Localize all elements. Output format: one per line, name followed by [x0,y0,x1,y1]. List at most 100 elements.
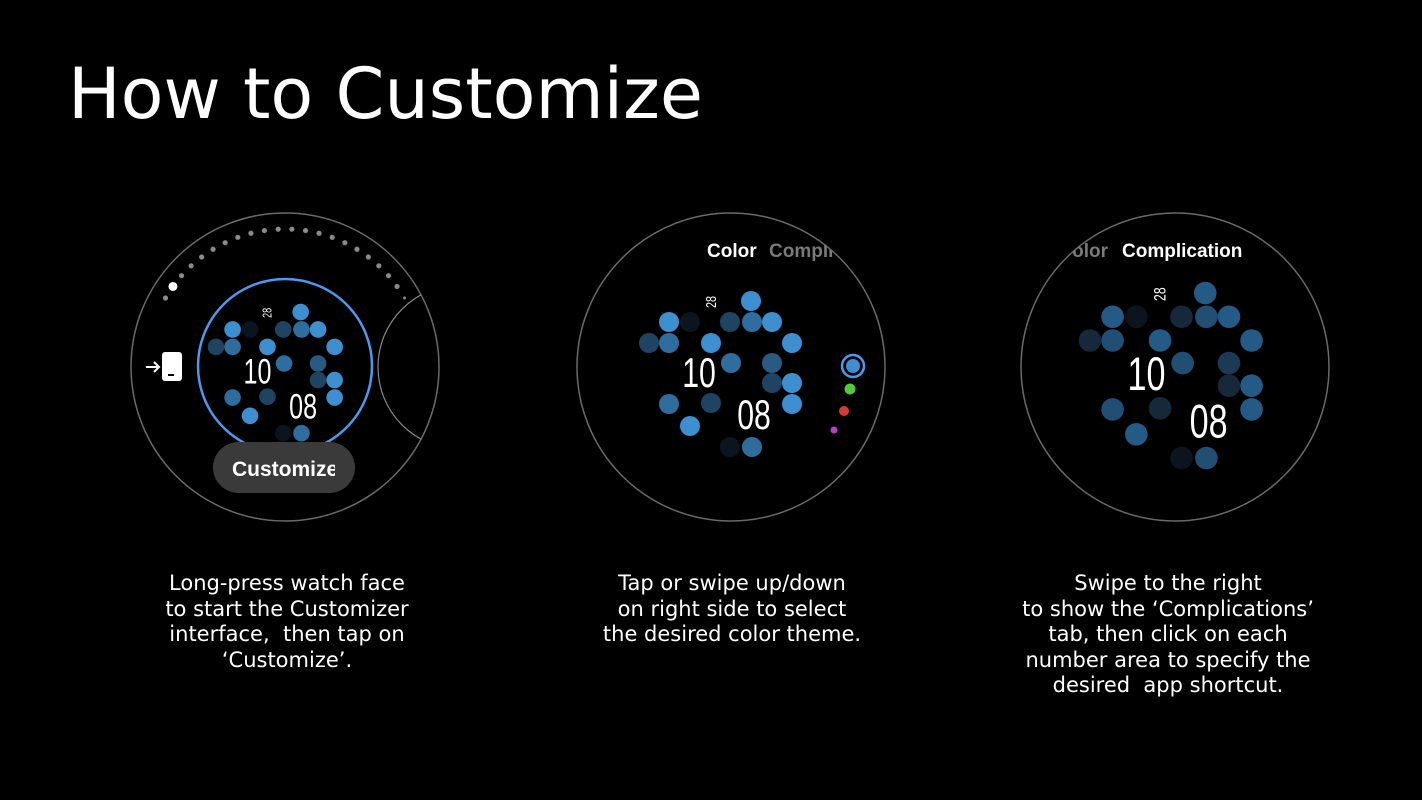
tab-color[interactable]: olor [1072,241,1108,262]
complication-dot[interactable] [1195,446,1218,470]
complication-dot[interactable] [1195,305,1218,329]
step-2-caption: Tap or swipe up/down on right side to se… [552,571,912,648]
color-swatch-blue[interactable] [846,359,860,373]
complication-dot[interactable] [680,312,700,332]
page-dot [403,296,407,300]
complication-dot[interactable] [1171,351,1194,375]
caption-line: tab, then click on each [1048,622,1288,646]
caption-line: desired app shortcut. [1052,673,1284,697]
complication-dot[interactable] [1217,305,1241,329]
color-swatch-green[interactable] [844,383,856,395]
complication-dot[interactable] [659,394,679,414]
complication-dot[interactable] [1125,305,1148,329]
page-dot [394,283,400,290]
complication-dot[interactable] [309,371,327,389]
minute-text: 08 [737,391,771,438]
complication-dot[interactable] [659,312,679,332]
page-dot [289,226,295,232]
complication-dot[interactable] [224,321,241,338]
page-dot [376,263,382,269]
tab-color[interactable]: Color [707,241,757,262]
complication-dot[interactable] [1240,374,1263,397]
exit-to-phone-icon[interactable] [146,352,182,381]
complication-dot[interactable] [326,338,343,356]
dot-pattern[interactable]: 10 08 28 [639,291,802,457]
complication-dot[interactable] [1148,396,1172,420]
complication-dot[interactable] [782,373,802,393]
complication-dot[interactable] [782,333,802,353]
complication-dot[interactable] [721,353,741,373]
complication-dot[interactable] [309,355,327,372]
page-dot [210,246,216,252]
page-dot [235,234,241,240]
hour-text: 10 [682,349,716,396]
complication-dot[interactable] [1101,329,1124,352]
complication-dot[interactable] [274,321,292,338]
complication-dot[interactable] [782,394,802,414]
complication-dot[interactable] [1148,329,1172,352]
complication-dot[interactable] [224,389,241,406]
complication-dot[interactable] [274,424,292,442]
complication-dot[interactable] [762,312,782,332]
page-dot [385,273,392,279]
complication-dot[interactable] [1217,351,1241,375]
color-swatches[interactable] [830,353,866,434]
complication-dot[interactable] [762,353,782,373]
selected-swatch-ring [840,353,866,379]
complication-dot[interactable] [259,388,276,405]
next-face-preview[interactable] [377,284,542,450]
complication-dot[interactable] [293,321,310,338]
page-dot [329,234,335,240]
complication-dot[interactable] [309,321,327,338]
complication-dot[interactable] [659,333,679,353]
complication-dot[interactable] [293,424,310,442]
complication-dot[interactable] [241,407,259,425]
complication-dot[interactable] [1170,305,1193,329]
color-swatch-purple[interactable] [830,426,838,434]
complication-dot[interactable] [1217,374,1241,397]
complication-dot[interactable] [1240,329,1263,352]
caption-line: interface, then tap on [169,622,405,646]
complication-dot[interactable] [326,371,343,389]
color-swatch-red[interactable] [839,406,849,416]
complication-dot[interactable] [741,291,761,311]
page-dot [178,273,185,279]
complication-dot[interactable] [720,312,740,332]
complication-dot[interactable] [1193,281,1217,305]
complication-dot[interactable] [1125,422,1148,446]
complication-dot[interactable] [275,355,293,372]
watch-face-2[interactable]: Color Compli 10 08 28 [576,212,886,522]
complication-dot[interactable] [259,338,276,356]
date-text: 28 [702,296,719,308]
complication-dot[interactable] [1101,305,1124,329]
complication-dot[interactable] [762,373,782,393]
customize-button[interactable] [213,442,355,493]
complication-dot[interactable] [1240,398,1263,421]
complication-dot[interactable] [207,338,225,356]
complication-dot[interactable] [1170,446,1193,470]
complication-dot[interactable] [1078,329,1102,352]
complication-dot[interactable] [224,338,241,356]
tab-complication[interactable]: Complication [1122,241,1242,262]
page-dot [316,230,322,236]
complication-dot[interactable] [742,437,762,457]
complication-dot[interactable] [326,389,343,406]
tab-complication[interactable]: Compli [769,241,833,262]
caption-line: ‘Customize’. [221,647,353,672]
complication-dot[interactable] [720,437,740,457]
complication-dot[interactable] [292,303,309,321]
complication-dot[interactable] [742,312,762,332]
step-1-caption: Long-press watch face to start the Custo… [107,571,467,673]
complication-dot[interactable] [701,393,721,413]
complication-dot[interactable] [241,321,259,338]
complication-dot[interactable] [701,333,721,353]
complication-dot[interactable] [639,333,659,353]
complication-dot[interactable] [680,416,700,436]
complication-dot[interactable] [1101,398,1124,421]
minute-text: 08 [1190,395,1228,448]
